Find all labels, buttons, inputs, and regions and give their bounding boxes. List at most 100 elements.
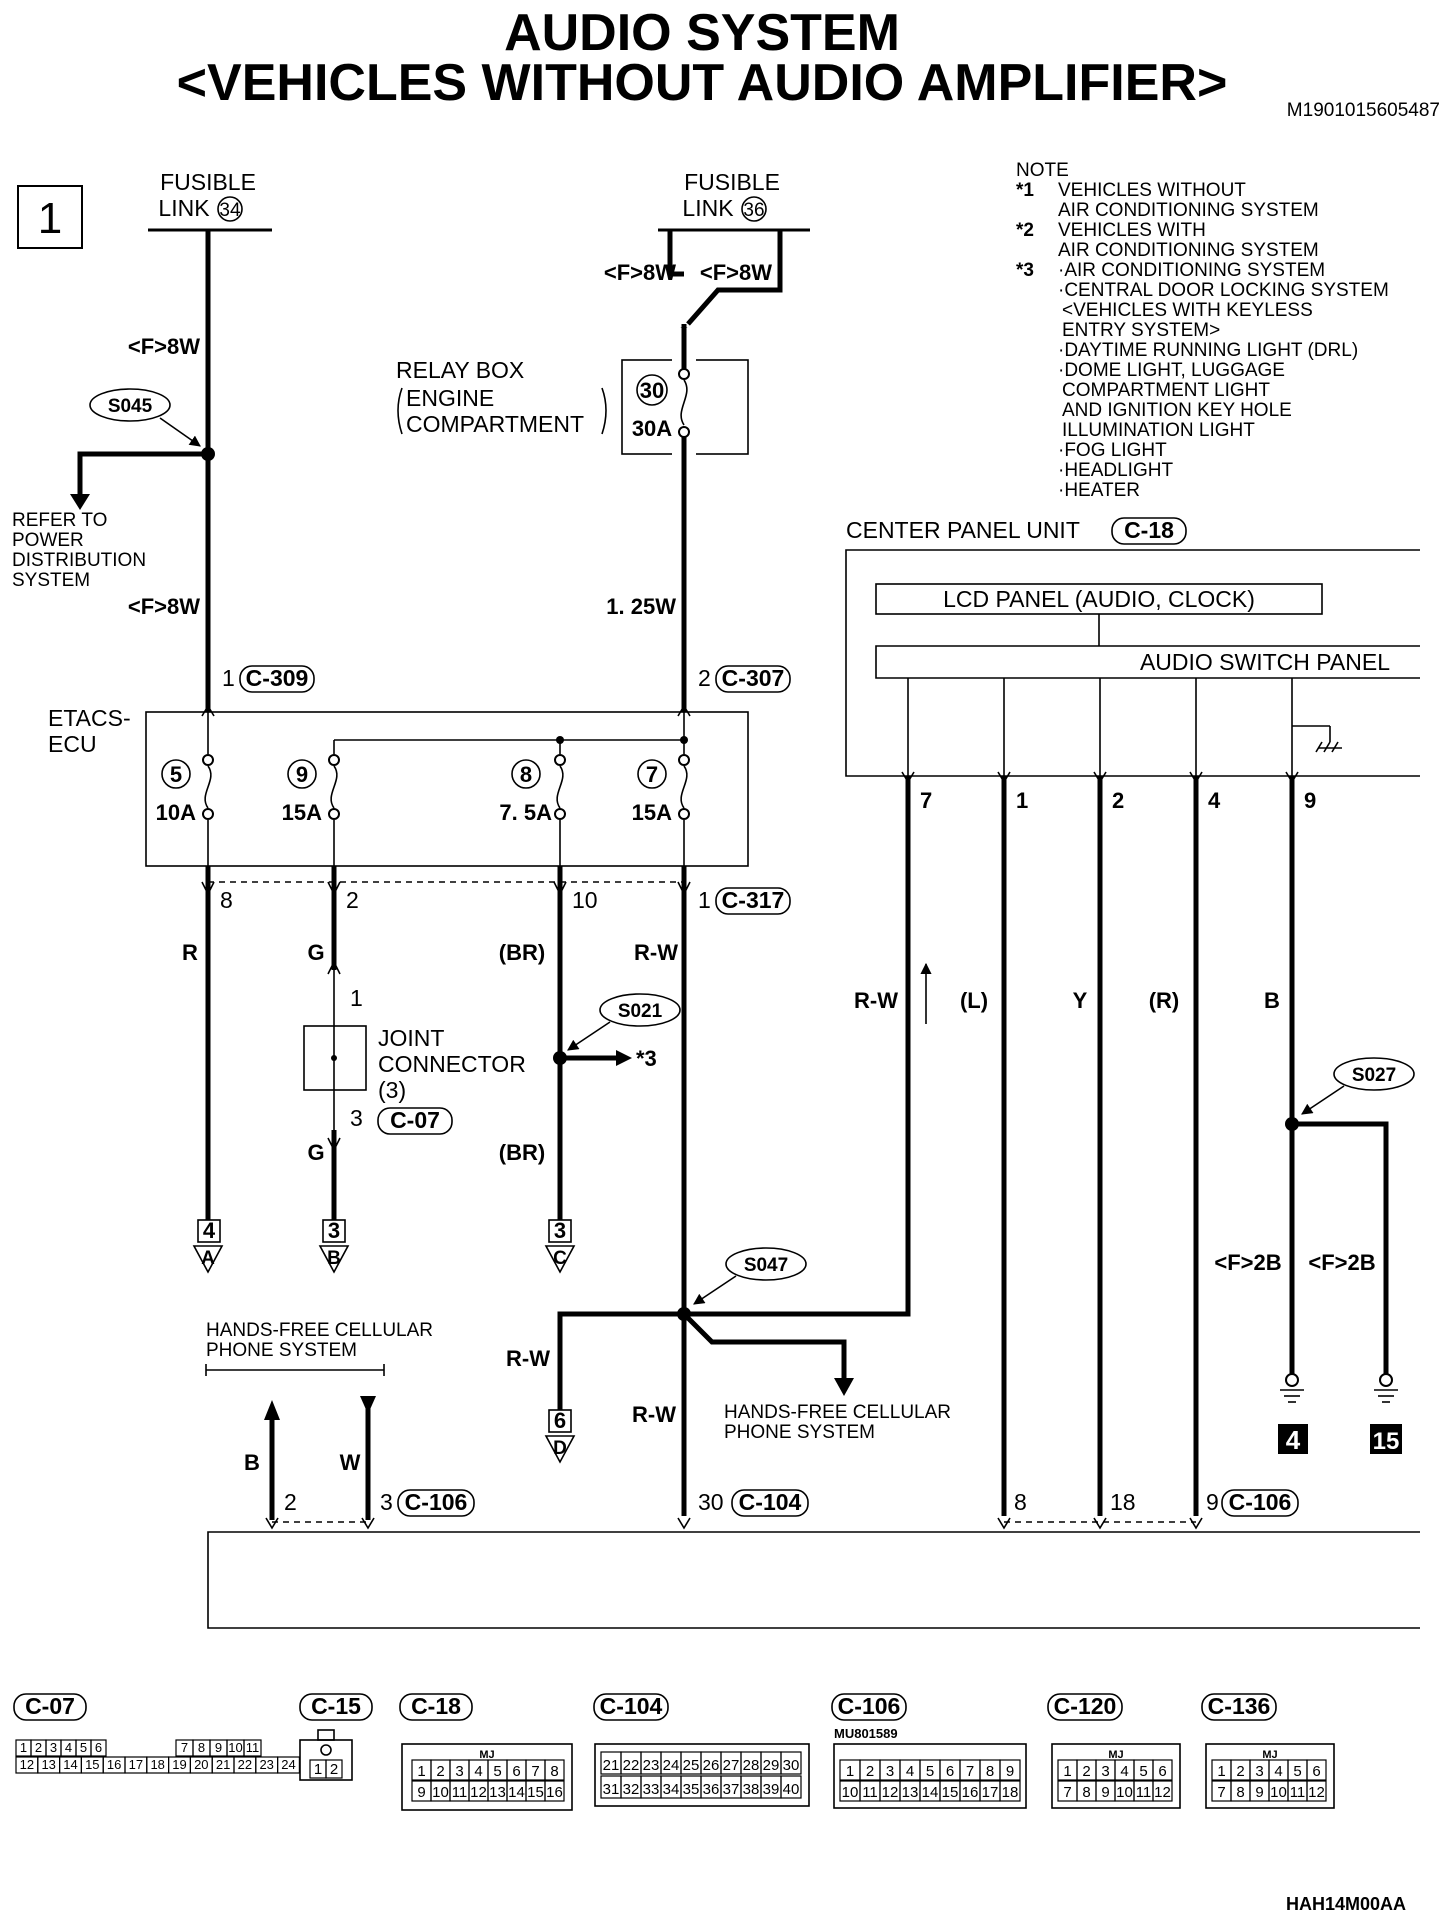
note-line-7: <VEHICLES WITH KEYLESS bbox=[1062, 300, 1313, 321]
splice-s021-label: S021 bbox=[618, 1001, 663, 1022]
splice-s027-label: S027 bbox=[1352, 1065, 1396, 1086]
splice-s047-label: S047 bbox=[744, 1255, 788, 1276]
etacs-conn-c317: C-317 bbox=[722, 887, 785, 913]
c106-pin-number: 14 bbox=[922, 1784, 939, 1801]
cp-pin-1: 1 bbox=[1016, 788, 1028, 813]
etacs-pin-10: 10 bbox=[572, 887, 598, 913]
c18-pin-number: 1 bbox=[417, 1763, 425, 1780]
ground-4-label: 4 bbox=[1286, 1425, 1301, 1455]
c07-pin-number: 18 bbox=[150, 1757, 164, 1772]
c15-pin-cell bbox=[325, 1759, 343, 1779]
wire-label-f2b-b: <F>2B bbox=[1308, 1250, 1375, 1275]
c18-pin-number: 2 bbox=[436, 1763, 444, 1780]
c136-pin-cell bbox=[1306, 1759, 1327, 1781]
legend-c136: C-136 bbox=[1208, 1693, 1271, 1719]
c120-pin-number: 9 bbox=[1101, 1784, 1109, 1801]
offpage-a: 4 A bbox=[192, 1218, 224, 1274]
fusible-link-right-number: 36 bbox=[743, 200, 764, 221]
c136-pin-cell bbox=[1306, 1780, 1327, 1802]
c104-pin-cell bbox=[780, 1775, 802, 1799]
c104-pin-number: 36 bbox=[703, 1781, 720, 1798]
legend-c104: C-104 bbox=[600, 1693, 663, 1719]
c15-pin-number: 2 bbox=[330, 1761, 338, 1778]
c136-pin-number: 8 bbox=[1236, 1784, 1244, 1801]
wire-label-rw3: R-W bbox=[506, 1346, 550, 1371]
c106-pin-cell bbox=[999, 1759, 1021, 1781]
center-panel-pins: 7 1 2 4 9 bbox=[901, 771, 1316, 813]
c136-pin-number: 12 bbox=[1308, 1784, 1325, 1801]
bottom-pin-30: 30 bbox=[698, 1489, 724, 1515]
offpage-c-num: 3 bbox=[554, 1218, 566, 1243]
c07-pin-number: 11 bbox=[246, 1740, 260, 1755]
c106-pin-number: 7 bbox=[966, 1763, 974, 1780]
bottom-pin-8: 8 bbox=[1014, 1489, 1027, 1515]
offpage-d-letter: D bbox=[553, 1438, 567, 1459]
c106-pin-number: 10 bbox=[842, 1784, 859, 1801]
c07-pin-number: 7 bbox=[181, 1740, 188, 1755]
c104-pin-number: 35 bbox=[683, 1781, 700, 1798]
bottom-pin-3: 3 bbox=[380, 1489, 393, 1515]
c136-pin-number: 10 bbox=[1270, 1784, 1287, 1801]
c15-pin-number: 1 bbox=[314, 1761, 322, 1778]
note-mark-1: *1 bbox=[1016, 180, 1034, 201]
fusible-link-left-line2: LINK bbox=[158, 195, 210, 221]
c18-pin-cell bbox=[544, 1780, 565, 1802]
c18-pin-number: 15 bbox=[527, 1784, 544, 1801]
c07-pin-number: 3 bbox=[50, 1740, 57, 1755]
splice-s021 bbox=[599, 993, 681, 1027]
etacs-pin-8: 8 bbox=[220, 887, 233, 913]
c136-pin-number: 9 bbox=[1255, 1784, 1263, 1801]
c106-pin-cell bbox=[999, 1780, 1021, 1802]
bottom-pin-2: 2 bbox=[284, 1489, 297, 1515]
etacs-fuse-8: 8 7. 5A bbox=[499, 754, 566, 825]
note-mark-3: *3 bbox=[1016, 260, 1034, 281]
splice-s045-label: S045 bbox=[108, 396, 153, 417]
title-line1: AUDIO SYSTEM bbox=[504, 4, 900, 62]
wire-label-f8w-b: <F>8W bbox=[604, 260, 676, 285]
fuse-7-number: 7 bbox=[646, 762, 658, 787]
note-line-8: ENTRY SYSTEM> bbox=[1062, 320, 1220, 341]
c120-pin-number: 11 bbox=[1136, 1784, 1152, 1801]
wire-label-l: (L) bbox=[960, 988, 988, 1013]
c120-pin-number: 1 bbox=[1063, 1763, 1071, 1780]
note-heading: NOTE bbox=[1016, 160, 1069, 181]
c136-pin-number: 5 bbox=[1293, 1763, 1301, 1780]
hands-free-right-line2: PHONE SYSTEM bbox=[724, 1422, 875, 1443]
page-number-box bbox=[17, 185, 83, 249]
wire-label-bb: B bbox=[1264, 988, 1280, 1013]
fuse-8-rating: 7. 5A bbox=[499, 800, 552, 825]
etacs-label-line1: ETACS- bbox=[48, 705, 131, 731]
offpage-d: 6 D bbox=[544, 1408, 576, 1464]
c120-pin-number: 2 bbox=[1082, 1763, 1090, 1780]
etacs-pin-2b: 2 bbox=[346, 887, 359, 913]
refer-line1: REFER TO bbox=[12, 510, 107, 531]
hands-free-right-line1: HANDS-FREE CELLULAR bbox=[724, 1402, 951, 1423]
c104-pin-number: 22 bbox=[623, 1757, 640, 1774]
splice-s027 bbox=[1333, 1057, 1415, 1091]
c120-pin-number: 5 bbox=[1139, 1763, 1147, 1780]
note-block: NOTE *1 VEHICLES WITHOUT AIR CONDITIONIN… bbox=[1016, 160, 1389, 501]
c18-pin-number: 10 bbox=[432, 1784, 449, 1801]
etacs-fuse-9: 9 15A bbox=[282, 754, 340, 825]
c104-pin-number: 23 bbox=[643, 1757, 660, 1774]
c104-pin-number: 38 bbox=[743, 1781, 760, 1798]
c07-pin-number: 9 bbox=[215, 1740, 222, 1755]
wire-label-f8w-c: <F>8W bbox=[128, 594, 200, 619]
fusible-link-left-line1: FUSIBLE bbox=[160, 169, 256, 195]
joint-conn-c07: C-07 bbox=[390, 1107, 440, 1133]
fusible-link-left-number: 34 bbox=[219, 200, 241, 221]
page-number: 1 bbox=[38, 194, 62, 243]
c18-pin-number: 12 bbox=[470, 1784, 487, 1801]
joint-connector: 1 JOINT CONNECTOR (3) 3 C-07 bbox=[303, 960, 526, 1152]
hands-free-left-line1: HANDS-FREE CELLULAR bbox=[206, 1320, 433, 1341]
ground-15-label: 15 bbox=[1373, 1428, 1400, 1455]
c120-pin-number: 10 bbox=[1116, 1784, 1133, 1801]
cp-pin-4: 4 bbox=[1208, 788, 1221, 813]
note-line-13: ILLUMINATION LIGHT bbox=[1062, 420, 1255, 441]
note-line-9: ·DAYTIME RUNNING LIGHT (DRL) bbox=[1058, 340, 1358, 361]
note-line-5: ·AIR CONDITIONING SYSTEM bbox=[1058, 260, 1325, 281]
legend-c07: C-07 bbox=[25, 1693, 75, 1719]
fusible-link-right-line2: LINK bbox=[682, 195, 734, 221]
c07-pin-number: 12 bbox=[20, 1757, 34, 1772]
